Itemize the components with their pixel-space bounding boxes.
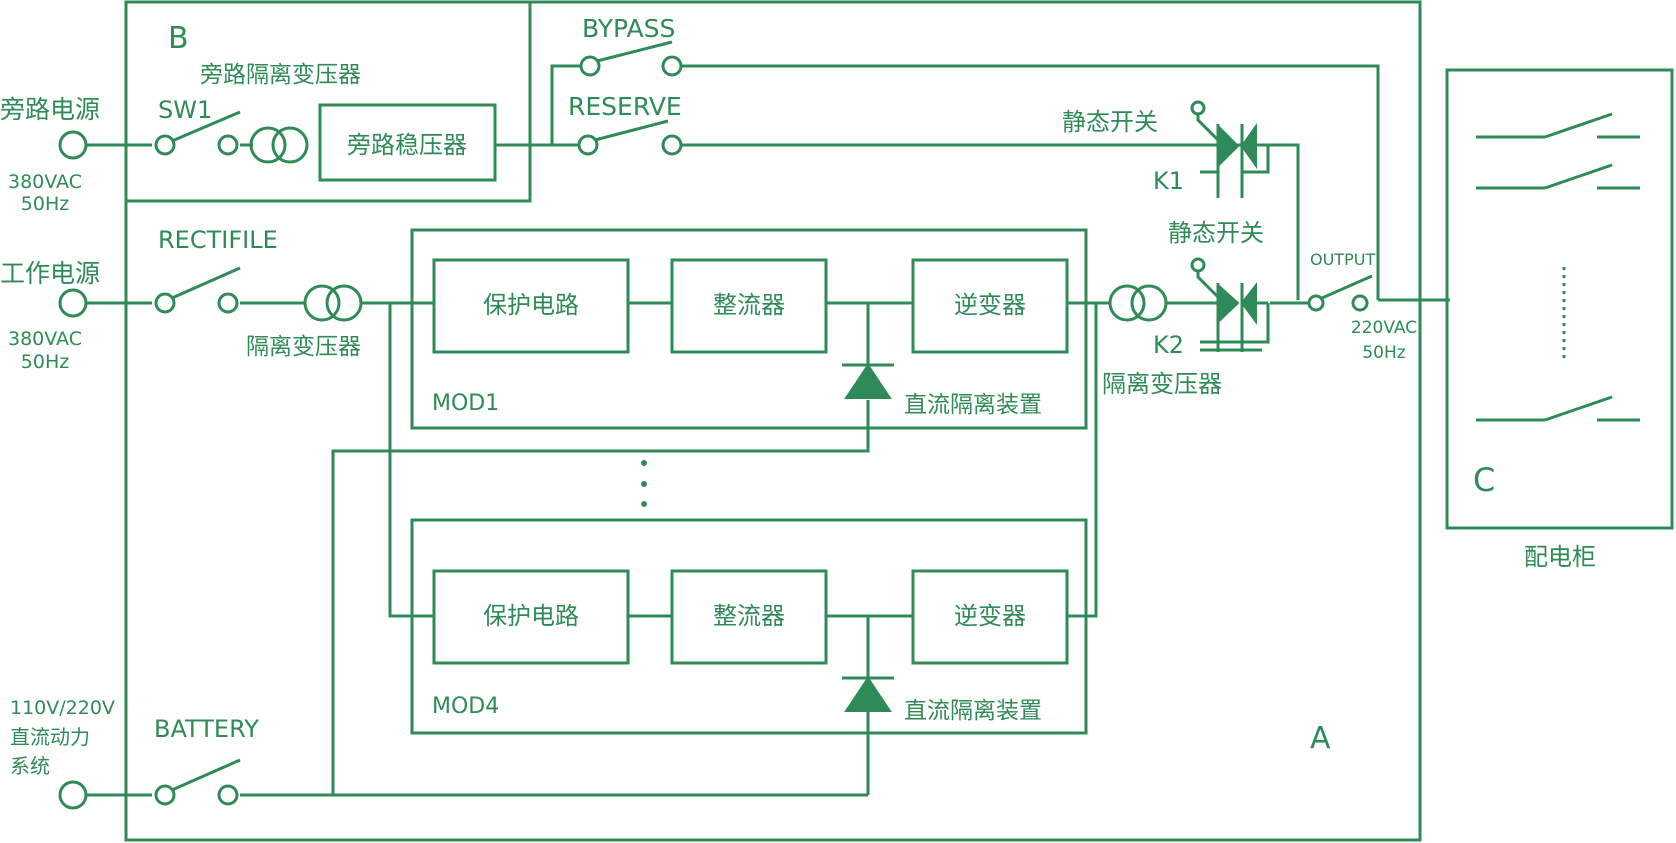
bypass-isolation-transformer-icon [249, 126, 309, 164]
module-4-name: MOD4 [432, 694, 499, 719]
module-1: 保护电路 整流器 逆变器 MOD1 直流隔离装置 [410, 228, 1088, 430]
module-ellipsis-dots [641, 460, 647, 507]
work-source-label: 工作电源 [0, 259, 100, 288]
module-4-diode-icon [842, 676, 894, 712]
module-1-rectifier-label: 整流器 [713, 291, 785, 319]
output-switch-label: OUTPUT [1310, 250, 1375, 269]
wiring [87, 64, 1450, 797]
input-transformer-label: 隔离变压器 [246, 334, 361, 360]
module-1-dc-isolation-label: 直流隔离装置 [904, 392, 1042, 418]
work-frequency: 50Hz [21, 351, 69, 373]
module-4-rectifier-label: 整流器 [713, 602, 785, 630]
reserve-switch [577, 119, 683, 156]
input-isolation-transformer-icon [303, 284, 363, 322]
bypass-voltage: 380VAC [8, 171, 82, 193]
module-4-dc-isolation-label: 直流隔离装置 [904, 698, 1042, 724]
region-a-label: A [1310, 721, 1331, 756]
module-1-name: MOD1 [432, 391, 499, 416]
module-4-protect-label: 保护电路 [483, 602, 579, 630]
work-voltage: 380VAC [8, 328, 82, 350]
static-switch-k2-icon [1190, 257, 1270, 352]
bypass-regulator: 旁路稳压器 [318, 103, 497, 182]
output-frequency: 50Hz [1362, 343, 1405, 363]
output-switch [1307, 274, 1373, 312]
battery-type-line-1: 直流动力 [10, 725, 90, 749]
rectifile-switch [154, 266, 241, 314]
work-source-terminal [58, 288, 88, 318]
battery-switch-label: BATTERY [154, 715, 259, 743]
region-b-frame [124, 0, 532, 203]
module-4: 保护电路 整流器 逆变器 MOD4 直流隔离装置 [410, 518, 1088, 735]
k1-label: K1 [1153, 167, 1184, 195]
bypass-frequency: 50Hz [21, 193, 69, 215]
sw1-label: SW1 [158, 96, 212, 124]
battery-terminal [58, 780, 88, 810]
distribution-cabinet-label: 配电柜 [1524, 543, 1596, 571]
region-c-label: C [1473, 461, 1495, 499]
reserve-switch-label: RESERVE [568, 92, 682, 121]
bypass-switch-label: BYPASS [582, 14, 675, 43]
region-b-label: B [168, 21, 189, 56]
rectifile-switch-label: RECTIFILE [158, 226, 278, 254]
module-1-diode-icon [842, 363, 894, 399]
battery-switch [154, 758, 241, 806]
bypass-regulator-label: 旁路稳压器 [347, 131, 467, 159]
module-4-inverter-label: 逆变器 [954, 602, 1026, 630]
cabinet-breakers [1476, 112, 1640, 422]
battery-voltage: 110V/220V [10, 697, 115, 719]
k2-label: K2 [1153, 331, 1184, 359]
battery-type-line-2: 系统 [10, 754, 50, 778]
bypass-source-label: 旁路电源 [0, 95, 100, 124]
output-transformer-label: 隔离变压器 [1102, 370, 1222, 398]
static-switch-2-label: 静态开关 [1168, 219, 1264, 247]
static-switch-k1-icon [1190, 100, 1298, 198]
module-1-inverter-label: 逆变器 [954, 291, 1026, 319]
bypass-transformer-label: 旁路隔离变压器 [200, 62, 361, 88]
module-1-protect-label: 保护电路 [483, 291, 579, 319]
sw1-switch [154, 110, 241, 156]
static-switch-1-label: 静态开关 [1062, 108, 1158, 136]
output-isolation-transformer-icon [1108, 284, 1168, 322]
bypass-switch [579, 40, 683, 77]
bypass-source-terminal [58, 130, 88, 160]
distribution-cabinet-frame [1445, 68, 1674, 530]
output-voltage: 220VAC [1351, 318, 1417, 338]
region-a-frame [124, 0, 1422, 842]
